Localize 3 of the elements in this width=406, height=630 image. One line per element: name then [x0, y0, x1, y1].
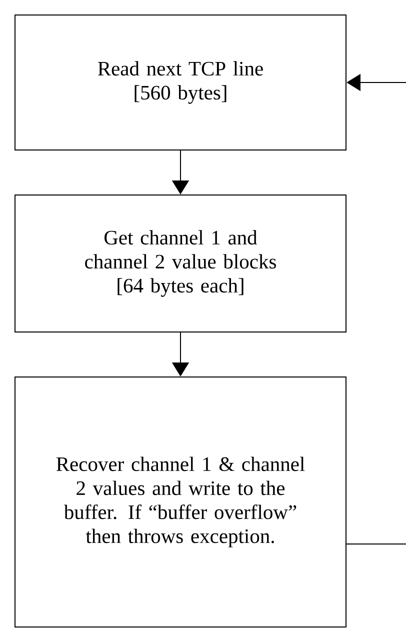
process-box: Read next TCP line [560 bytes] [14, 14, 346, 150]
process-box: Get channel 1 and channel 2 value blocks [64 bytes each] [14, 194, 346, 332]
process-box: Recover channel 1 & channel 2 values and write to the buffer. If “buffer overflow” then throws exception. [14, 376, 346, 628]
